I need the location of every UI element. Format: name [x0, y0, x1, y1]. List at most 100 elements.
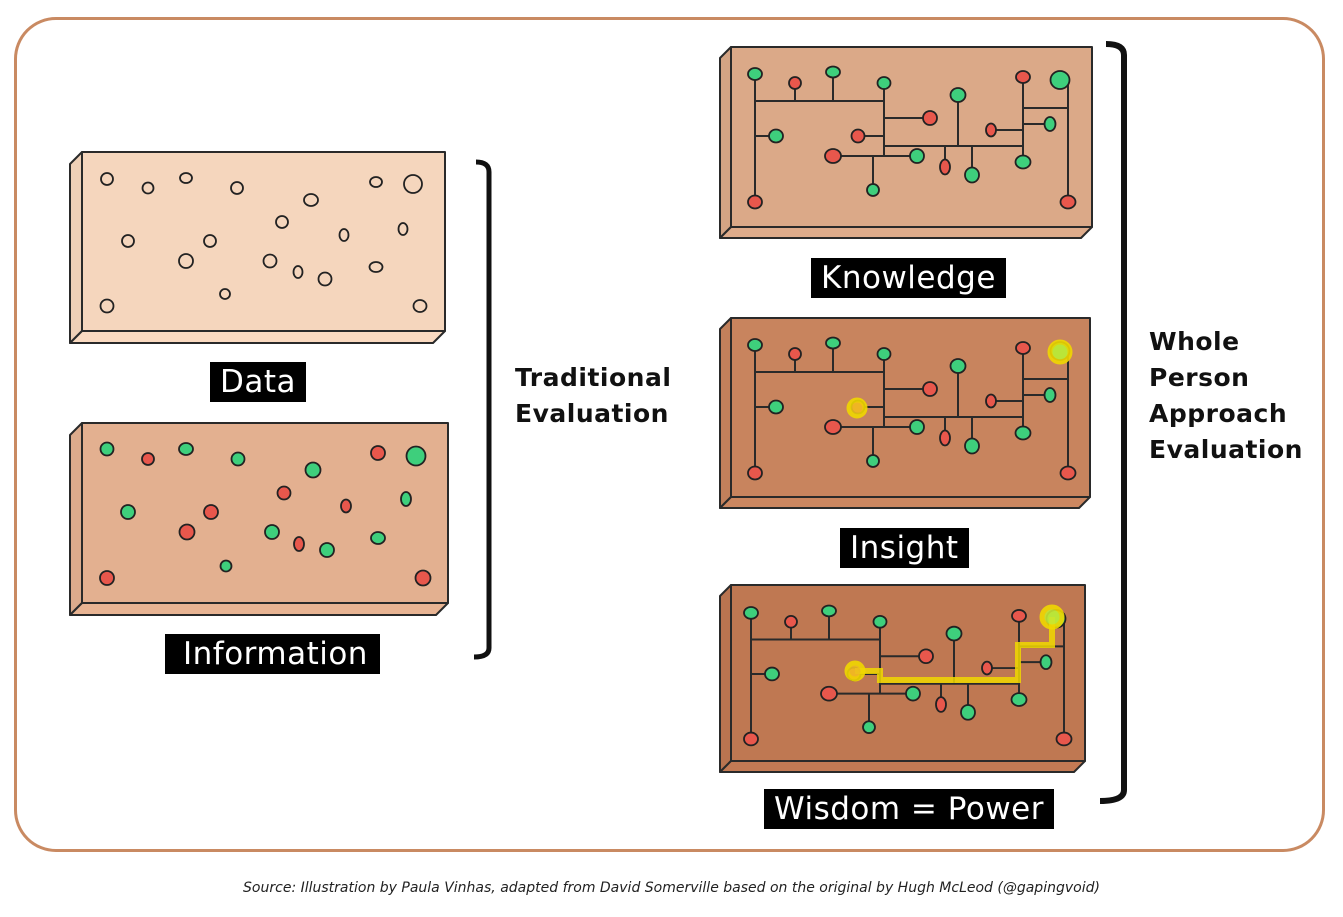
knowledge-board: [719, 46, 1093, 239]
traditional-bracket: [473, 159, 492, 660]
node-dot: [403, 174, 423, 194]
node-dot: [219, 559, 233, 573]
node-dot: [820, 685, 838, 702]
board-bottom: [69, 330, 446, 344]
node-dot: [768, 128, 784, 144]
node-dot: [121, 234, 135, 248]
node-dot: [1043, 116, 1057, 132]
node-dot: [1059, 194, 1077, 210]
insight-network: [747, 336, 1077, 481]
node-dot: [939, 158, 951, 176]
node-dot: [262, 253, 278, 269]
node-dot: [292, 265, 304, 279]
node-dot: [1011, 609, 1027, 623]
board-face: [730, 46, 1093, 228]
node-dot: [768, 399, 784, 415]
traditional-line-1: Traditional: [515, 363, 672, 392]
node-dot: [909, 148, 925, 164]
node-dot: [178, 442, 194, 456]
node-dot: [949, 358, 967, 374]
node-dot: [825, 65, 841, 79]
node-dot: [909, 419, 925, 435]
board-side: [719, 317, 732, 509]
node-dot: [397, 222, 409, 236]
node-dot: [230, 181, 244, 195]
node-dot: [747, 67, 763, 81]
node-dot: [317, 271, 333, 287]
node-dot: [100, 172, 114, 186]
whole-person-line-4: Evaluation: [1149, 435, 1303, 464]
board-bottom: [69, 602, 449, 616]
wisdom-path-highlight: [855, 617, 1055, 683]
label-insight: Insight: [840, 528, 969, 568]
node-dot: [370, 531, 386, 545]
node-dot: [821, 604, 837, 618]
traditional-evaluation-label: Traditional Evaluation: [515, 360, 671, 432]
board-side: [69, 151, 83, 344]
node-dot: [788, 76, 802, 90]
highlight-ring: [1039, 604, 1065, 630]
node-dot: [1043, 387, 1057, 403]
node-dot: [412, 299, 428, 313]
node-dot: [1015, 70, 1031, 84]
node-dot: [747, 338, 763, 352]
node-dot: [824, 419, 842, 435]
board-side: [719, 46, 732, 239]
node-dot: [985, 122, 997, 138]
node-dot: [99, 298, 115, 314]
traditional-line-2: Evaluation: [515, 399, 669, 428]
board-face: [730, 317, 1091, 498]
node-dot: [99, 441, 115, 457]
board-side: [719, 584, 732, 773]
node-dot: [862, 720, 876, 734]
node-dot: [964, 437, 980, 455]
whole-person-line-2: Person: [1149, 363, 1250, 392]
node-dot: [866, 183, 880, 197]
label-knowledge: Knowledge: [811, 258, 1006, 298]
outer-frame: [14, 17, 1325, 852]
node-dot: [369, 176, 383, 188]
node-dot: [905, 685, 921, 702]
node-dot: [304, 461, 322, 479]
node-dot: [964, 166, 980, 184]
node-dot: [405, 445, 427, 467]
node-dot: [747, 465, 763, 481]
board-face: [81, 422, 449, 604]
node-dot: [850, 128, 866, 144]
board-face: [81, 151, 446, 332]
node-dot: [743, 606, 759, 620]
source-caption: Source: Illustration by Paula Vinhas, ad…: [243, 880, 1100, 896]
label-data: Data: [210, 362, 307, 402]
board-face: [730, 584, 1086, 762]
node-dot: [949, 87, 967, 103]
node-dot: [935, 696, 947, 713]
node-dot: [319, 542, 335, 558]
node-dot: [178, 253, 194, 269]
whole-person-line-3: Approach: [1149, 399, 1288, 428]
node-dot: [945, 625, 963, 642]
board-side: [69, 422, 83, 616]
whole-person-evaluation-label: Whole Person Approach Evaluation: [1149, 324, 1303, 468]
node-dot: [340, 498, 352, 514]
node-dot: [876, 76, 892, 90]
node-dot: [120, 504, 136, 520]
node-dot: [747, 194, 763, 210]
node-dot: [981, 660, 993, 676]
node-dot: [872, 614, 888, 629]
node-dot: [275, 215, 289, 229]
board-bottom: [719, 226, 1093, 239]
node-dot: [1014, 154, 1032, 170]
node-dot: [414, 569, 432, 587]
board-bottom: [719, 760, 1086, 773]
node-dot: [960, 704, 976, 721]
node-dot: [1015, 341, 1031, 355]
node-dot: [178, 523, 196, 541]
node-dot: [939, 429, 951, 447]
node-dot: [824, 148, 842, 164]
node-dot: [866, 454, 880, 468]
whole-person-bracket: [1099, 41, 1127, 804]
label-wisdom-power: Wisdom = Power: [764, 789, 1054, 829]
node-dot: [825, 336, 841, 350]
data-board: [69, 151, 446, 344]
